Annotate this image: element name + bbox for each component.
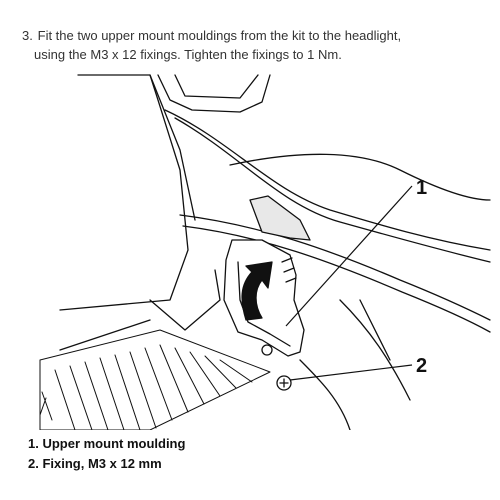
top-bracket	[157, 74, 271, 113]
headlight-mount-diagram: 1 2	[39, 74, 491, 430]
callout-2-leader	[289, 364, 413, 381]
instruction-line-1: Fit the two upper mount mouldings from t…	[37, 28, 402, 43]
callout-1-leader	[285, 185, 413, 327]
callout-2-label: 2	[416, 355, 427, 377]
body-panel-inner	[149, 74, 196, 221]
headlight-lens	[179, 214, 491, 321]
legend-item-2: 2. Fixing, M3 x 12 mm	[28, 456, 162, 471]
instruction-text: 3. Fit the two upper mount mouldings fro…	[22, 26, 482, 64]
fit-direction-arrow	[241, 261, 273, 321]
step-number: 3.	[22, 28, 33, 43]
parts-legend: 1. Upper mount moulding 2. Fixing, M3 x …	[28, 434, 185, 474]
callout-1-label: 1	[416, 177, 427, 199]
body-panel	[59, 74, 189, 311]
upper-mount-moulding	[223, 239, 305, 357]
legend-item-1: 1. Upper mount moulding	[28, 436, 186, 451]
grille	[39, 329, 271, 430]
instruction-line-2: using the M3 x 12 fixings. Tighten the f…	[34, 47, 342, 62]
headlight-housing	[164, 109, 491, 251]
